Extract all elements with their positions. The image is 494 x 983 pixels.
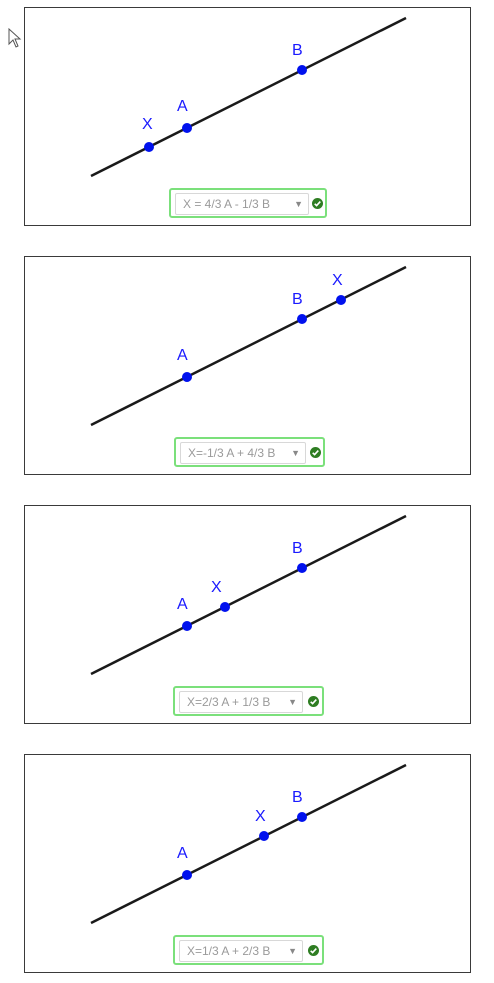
- point-a-label: A: [177, 98, 188, 115]
- point-x-label: X: [142, 116, 153, 133]
- caret-down-icon: ▼: [288, 946, 297, 956]
- point-x-label: X: [211, 579, 222, 596]
- formula-dropdown[interactable]: X=-1/3 A + 4/3 B ▼: [180, 442, 306, 464]
- line-diagram-1: X A B: [90, 16, 407, 178]
- point-a[interactable]: [182, 123, 192, 133]
- check-circle-icon: [310, 447, 321, 458]
- point-b-label: B: [292, 291, 303, 308]
- point-b-label: B: [292, 42, 303, 59]
- diagram-panel-2: A B X X=-1/3 A + 4/3 B ▼: [24, 256, 471, 475]
- line-ab: [90, 763, 407, 925]
- point-x[interactable]: [144, 142, 154, 152]
- answer-box: X=1/3 A + 2/3 B ▼: [173, 935, 324, 965]
- caret-down-icon: ▼: [288, 697, 297, 707]
- formula-selected-value: X=2/3 A + 1/3 B: [187, 695, 271, 709]
- answer-box: X=2/3 A + 1/3 B ▼: [173, 686, 324, 716]
- point-a[interactable]: [182, 372, 192, 382]
- diagram-panel-1: X A B X = 4/3 A - 1/3 B ▼: [24, 7, 471, 226]
- point-a-label: A: [177, 347, 188, 364]
- formula-dropdown[interactable]: X=1/3 A + 2/3 B ▼: [179, 940, 303, 962]
- line-ab: [90, 16, 407, 178]
- point-a-label: A: [177, 845, 188, 862]
- answer-box: X=-1/3 A + 4/3 B ▼: [174, 437, 325, 467]
- point-a[interactable]: [182, 870, 192, 880]
- formula-dropdown[interactable]: X = 4/3 A - 1/3 B ▼: [175, 193, 309, 215]
- point-b[interactable]: [297, 563, 307, 573]
- formula-selected-value: X=-1/3 A + 4/3 B: [188, 446, 276, 460]
- line-ab: [90, 265, 407, 427]
- answer-box: X = 4/3 A - 1/3 B ▼: [169, 188, 327, 218]
- check-circle-icon: [308, 945, 319, 956]
- line-diagram-4: A X B: [90, 763, 407, 925]
- diagram-panel-4: A X B X=1/3 A + 2/3 B ▼: [24, 754, 471, 973]
- point-b[interactable]: [297, 812, 307, 822]
- formula-selected-value: X=1/3 A + 2/3 B: [187, 944, 271, 958]
- mouse-cursor-icon: [8, 28, 22, 48]
- line-diagram-3: A X B: [90, 514, 407, 676]
- diagram-panel-3: A X B X=2/3 A + 1/3 B ▼: [24, 505, 471, 724]
- caret-down-icon: ▼: [291, 448, 300, 458]
- point-b-label: B: [292, 540, 303, 557]
- point-a-label: A: [177, 596, 188, 613]
- formula-selected-value: X = 4/3 A - 1/3 B: [183, 197, 271, 211]
- point-x-label: X: [332, 272, 343, 289]
- point-a[interactable]: [182, 621, 192, 631]
- point-x[interactable]: [259, 831, 269, 841]
- check-circle-icon: [308, 696, 319, 707]
- line-diagram-2: A B X: [90, 265, 407, 427]
- point-b[interactable]: [297, 65, 307, 75]
- point-x-label: X: [255, 808, 266, 825]
- point-b[interactable]: [297, 314, 307, 324]
- line-ab: [90, 514, 407, 676]
- formula-dropdown[interactable]: X=2/3 A + 1/3 B ▼: [179, 691, 303, 713]
- caret-down-icon: ▼: [294, 199, 303, 209]
- point-x[interactable]: [336, 295, 346, 305]
- point-b-label: B: [292, 789, 303, 806]
- point-x[interactable]: [220, 602, 230, 612]
- check-circle-icon: [312, 198, 323, 209]
